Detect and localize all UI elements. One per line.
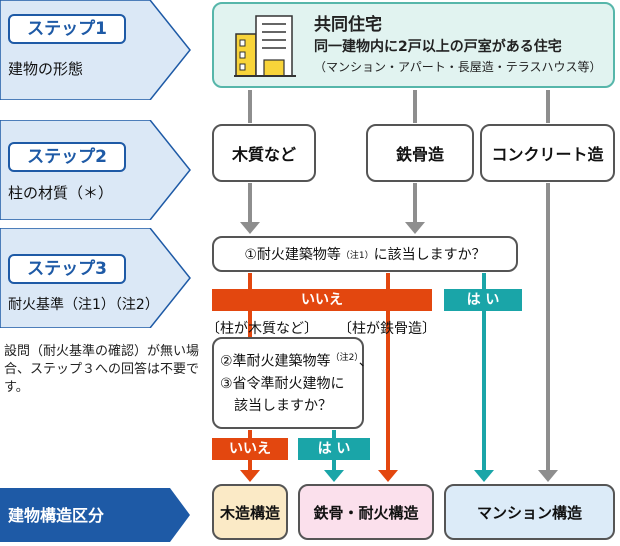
apartment-building-icon bbox=[234, 15, 296, 77]
top-line2: （マンション・アパート・長屋造・テラスハウス等） bbox=[314, 60, 602, 74]
question2-box: ②準耐火建築物等（注2）、 ③省令準耐火建物に 該当しますか？ bbox=[212, 337, 373, 429]
result-chevron-shape bbox=[0, 488, 190, 542]
arrowhead-yes-steel-result bbox=[324, 470, 344, 482]
result-label-panel: 建物構造区分 bbox=[0, 488, 192, 542]
result-steel-fireproof: 鉄骨・耐火構造 bbox=[298, 484, 434, 540]
step1-badge: ステップ1 bbox=[8, 14, 126, 44]
no-bar-q2: いいえ bbox=[212, 438, 288, 460]
q2-note-ref: （注2） bbox=[330, 353, 359, 363]
q1-pre: ①耐火建築物等 bbox=[244, 247, 341, 263]
no-bar-q1: いいえ bbox=[212, 289, 432, 311]
yes-bar-q1: は い bbox=[444, 289, 522, 311]
q1-post: に該当しますか？ bbox=[373, 247, 486, 263]
material-wood: 木質など bbox=[212, 124, 316, 182]
q2-line3: 該当しますか？ bbox=[234, 397, 332, 414]
step3-note: 設問（耐火基準の確認）が無い場合、ステップ３への回答は不要です。 bbox=[4, 344, 200, 395]
top-box-apartment: 共同住宅 同一建物内に2戸以上の戸室がある住宅 （マンション・アパート・長屋造・… bbox=[212, 2, 615, 88]
step2-badge: ステップ2 bbox=[8, 142, 126, 172]
step3-badge: ステップ3 bbox=[8, 254, 126, 284]
step2-panel: ステップ2 柱の材質（＊） bbox=[0, 120, 192, 220]
step3-label: 耐火基準（注1）（注2） bbox=[8, 297, 159, 313]
bracket-wood: 〔柱が木質など〕 bbox=[206, 321, 318, 337]
result-wood-structure: 木造構造 bbox=[212, 484, 288, 540]
q2-line1-pre: ②準耐火建築物等 bbox=[220, 353, 331, 370]
arrowhead-wood-q1 bbox=[240, 222, 260, 234]
yes-bar-q2: は い bbox=[298, 438, 370, 460]
arrowhead-wood-result bbox=[240, 470, 260, 482]
step1-label: 建物の形態 bbox=[8, 60, 84, 78]
bracket-steel: 〔柱が鉄骨造〕 bbox=[338, 321, 436, 337]
q2-line2: ③省令準耐火建物に bbox=[220, 375, 345, 392]
arrowhead-yes-mansion bbox=[474, 470, 494, 482]
step2-label: 柱の材質（＊） bbox=[8, 184, 114, 202]
top-title: 共同住宅 bbox=[314, 15, 382, 35]
q1-note-ref: （注1） bbox=[340, 250, 374, 261]
question1-box: ①耐火建築物等（注1）に該当しますか？ bbox=[212, 236, 518, 272]
top-line1: 同一建物内に2戸以上の戸室がある住宅 bbox=[314, 39, 562, 55]
material-steel: 鉄骨造 bbox=[366, 124, 474, 182]
q2-line1-post: 、 bbox=[358, 353, 373, 370]
step1-panel: ステップ1 建物の形態 bbox=[0, 0, 192, 100]
result-label: 建物構造区分 bbox=[8, 506, 105, 525]
arrowhead-steel-q1 bbox=[405, 222, 425, 234]
material-concrete: コンクリート造 bbox=[480, 124, 615, 182]
arrowhead-steel-result bbox=[378, 470, 398, 482]
result-mansion-structure: マンション構造 bbox=[444, 484, 615, 540]
arrowhead-concrete-result bbox=[538, 470, 558, 482]
step3-panel: ステップ3 耐火基準（注1）（注2） bbox=[0, 228, 192, 328]
